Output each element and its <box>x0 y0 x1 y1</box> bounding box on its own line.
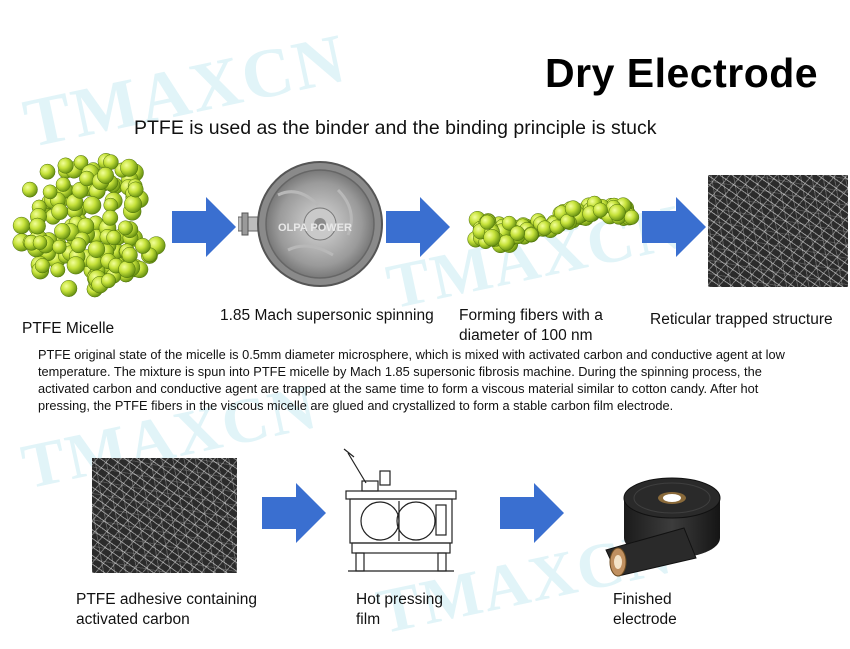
ptfe-sphere <box>101 273 116 289</box>
ptfe-sphere <box>106 230 122 246</box>
ptfe-sphere <box>102 209 119 226</box>
adhesive-sem-image <box>92 458 237 573</box>
page-subtitle: PTFE is used as the binder and the bindi… <box>134 117 657 139</box>
ptfe-sphere <box>50 262 66 278</box>
ptfe-sphere <box>624 209 640 225</box>
ptfe-sphere <box>77 217 95 235</box>
arrow-right-icon <box>172 197 236 257</box>
watermark-top-left: TMAXCN <box>17 19 354 164</box>
ptfe-sphere <box>592 202 608 218</box>
ptfe-sphere <box>82 196 102 215</box>
ptfe-sphere <box>501 215 517 231</box>
step-label-ptfe-micelle: PTFE Micelle <box>22 320 115 337</box>
ptfe-sphere <box>12 216 31 235</box>
step-label-forming-fibers: Forming fibers with a diameter of 100 nm <box>459 307 603 344</box>
ptfe-sphere <box>79 170 95 187</box>
ptfe-sphere <box>39 163 56 180</box>
ptfe-sphere <box>564 200 582 217</box>
ptfe-sphere <box>608 204 626 222</box>
page-title: Dry Electrode <box>545 50 819 96</box>
ptfe-sphere <box>121 246 138 264</box>
ptfe-sphere <box>87 240 106 258</box>
ptfe-sphere <box>32 235 48 250</box>
ptfe-sphere <box>34 258 50 274</box>
step-label-finished-electrode: Finished electrode <box>613 591 677 628</box>
ptfe-sphere <box>483 229 501 247</box>
ptfe-sphere <box>22 181 38 198</box>
ptfe-sphere <box>73 155 89 170</box>
ptfe-sphere <box>124 195 142 214</box>
ptfe-sphere <box>523 227 539 243</box>
ptfe-sphere <box>51 203 69 221</box>
ptfe-sphere <box>60 280 78 297</box>
ptfe-sphere <box>52 239 67 255</box>
step-label-supersonic-spinning: 1.85 Mach supersonic spinning <box>220 307 434 324</box>
ptfe-sphere <box>134 237 151 254</box>
arrow-right-icon <box>500 483 564 543</box>
micelle-cluster-image <box>12 153 166 298</box>
step-label-hot-pressing: Hot pressing film <box>356 591 444 628</box>
spinning-machine-image: OLPA POWER <box>238 161 383 287</box>
ptfe-sphere <box>42 184 58 200</box>
step-label-reticular-structure: Reticular trapped structure <box>650 311 833 328</box>
step-label-ptfe-adhesive: PTFE adhesive containing activated carbo… <box>76 591 257 628</box>
arrow-right-icon <box>642 197 706 257</box>
hot-press-machine-image <box>343 448 457 572</box>
ptfe-sphere <box>479 214 495 230</box>
machine-logo: OLPA POWER <box>278 222 352 234</box>
ptfe-sphere <box>29 217 46 235</box>
fiber-chain-image <box>467 195 640 254</box>
ptfe-sphere <box>118 260 136 278</box>
ptfe-sphere <box>57 157 74 174</box>
reticular-sem-image <box>708 175 848 287</box>
ptfe-sphere <box>66 256 85 275</box>
ptfe-sphere <box>118 220 133 236</box>
arrow-right-icon <box>262 483 326 543</box>
arrow-right-icon <box>386 197 450 257</box>
electrode-roll-image <box>605 477 721 577</box>
ptfe-sphere <box>55 176 71 192</box>
description-paragraph: PTFE original state of the micelle is 0.… <box>38 347 785 413</box>
ptfe-sphere <box>54 223 71 240</box>
ptfe-sphere <box>70 237 87 254</box>
ptfe-sphere <box>509 225 526 241</box>
ptfe-sphere <box>127 181 144 198</box>
ptfe-sphere <box>120 158 139 177</box>
ptfe-sphere <box>97 166 114 184</box>
